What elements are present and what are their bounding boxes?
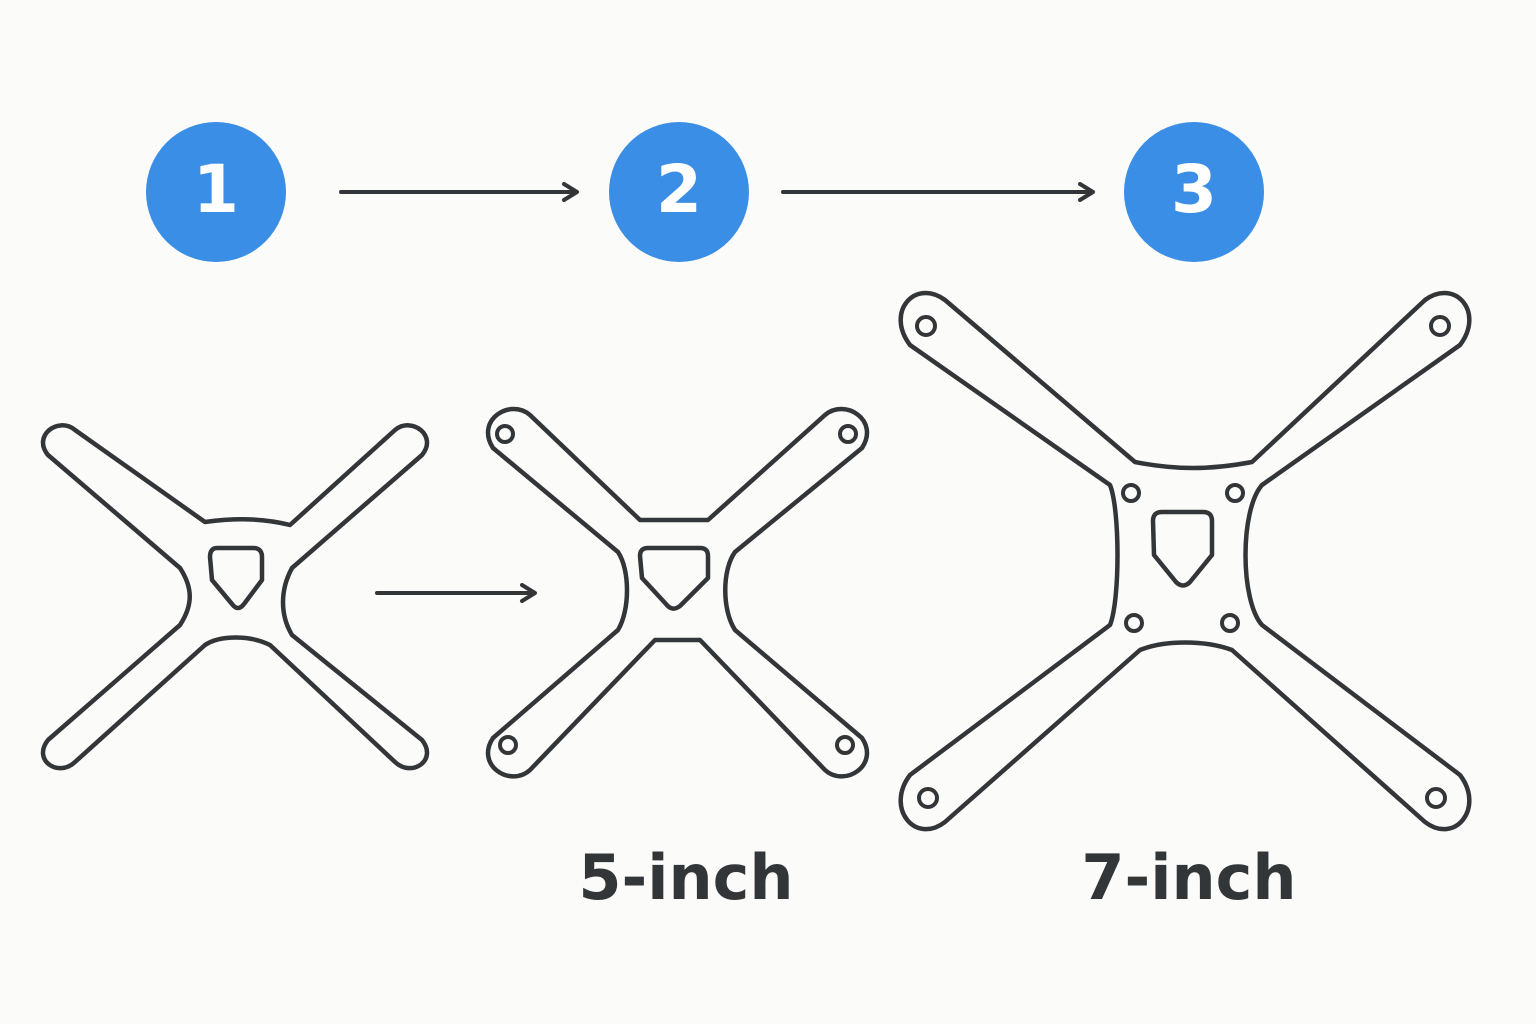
frame-outline — [485, 406, 870, 779]
frame-label-5-inch: 5-inch — [578, 841, 793, 914]
mounting-hole — [917, 787, 939, 809]
step-badge-2: 2 — [609, 122, 749, 262]
mounting-hole — [498, 735, 518, 755]
step-number: 1 — [193, 151, 239, 228]
stack-hole — [1124, 613, 1144, 633]
mounting-hole — [915, 315, 937, 337]
mounting-hole — [1425, 787, 1447, 809]
step-circle — [146, 122, 286, 262]
mounting-hole — [495, 424, 515, 444]
step-circle — [1124, 122, 1264, 262]
step-number: 3 — [1171, 151, 1217, 228]
frame-5-inch — [485, 406, 870, 779]
stack-hole — [1121, 483, 1141, 503]
mounting-hole — [1429, 315, 1451, 337]
frame-outline — [898, 290, 1472, 832]
stack-hole — [1220, 613, 1240, 633]
mounting-hole — [838, 424, 858, 444]
step-number: 2 — [656, 151, 702, 228]
frame-outline — [40, 423, 430, 771]
step-badge-3: 3 — [1124, 122, 1264, 262]
stack-hole — [1225, 483, 1245, 503]
frame-small — [40, 423, 430, 771]
step-circle — [609, 122, 749, 262]
frame-7-inch — [898, 290, 1472, 832]
step-badge-1: 1 — [146, 122, 286, 262]
mounting-hole — [835, 735, 855, 755]
center-mount — [1150, 509, 1215, 588]
center-mount — [207, 545, 265, 611]
center-mount — [637, 545, 711, 611]
frame-label-7-inch: 7-inch — [1081, 841, 1296, 914]
